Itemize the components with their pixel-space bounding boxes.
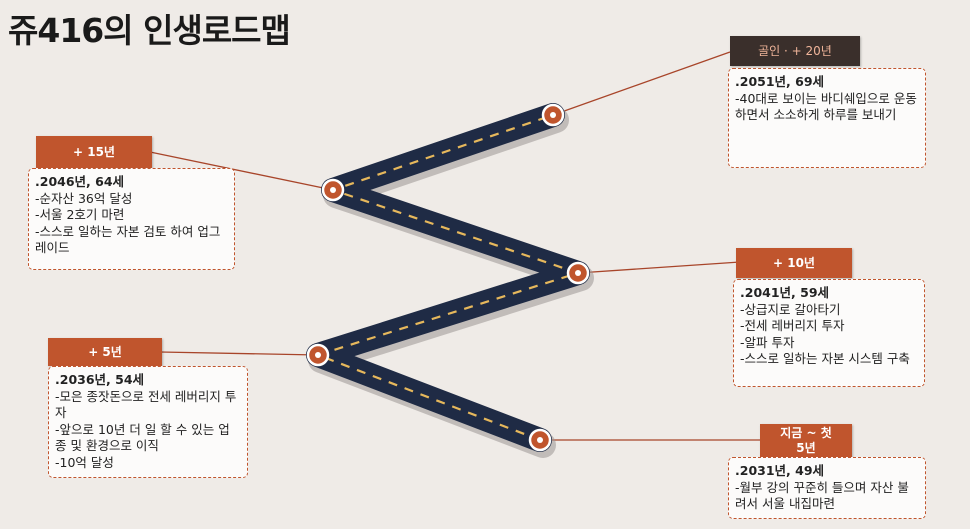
milestone-line: -전세 레버리지 투자 (740, 318, 845, 333)
milestone-card-1: .2036년, 54세 -모은 종잣돈으로 전세 레버리지 투자 -앞으로 10… (48, 366, 248, 478)
connector-3 (149, 151, 334, 191)
connector-1 (159, 351, 319, 356)
milestone-date-2: .2041년, 59세 (740, 285, 830, 300)
milestone-line: -알파 투자 (740, 334, 795, 350)
milestone-line: -상급지로 갈아타기 (740, 301, 841, 317)
milestone-line: -앞으로 10년 더 일 할 수 있는 업종 및 환경으로 이직 (55, 421, 230, 454)
milestone-tag-1: + 5년 (48, 338, 162, 366)
milestone-line: -순자산 36억 달성 (35, 190, 133, 206)
connector-2 (577, 261, 741, 274)
milestone-tag-3: + 15년 (36, 136, 152, 168)
milestone-date-4: .2051년, 69세 (735, 74, 825, 89)
milestone-marker-0 (528, 428, 552, 452)
milestone-line: -스스로 일하는 자본 시스템 구축 (740, 351, 910, 366)
milestone-tag-2: + 10년 (736, 248, 852, 278)
milestone-line: -모은 종잣돈으로 전세 레버리지 투자 (55, 388, 237, 421)
milestone-line: -10억 달성 (55, 454, 114, 470)
milestone-marker-2 (566, 261, 590, 285)
milestone-marker-4 (541, 103, 565, 127)
milestone-marker-1 (306, 343, 330, 367)
page-title: 쥬416의 인생로드맵 (8, 11, 291, 50)
milestone-tag-4: 골인 · + 20년 (730, 36, 860, 66)
milestone-markers (306, 103, 590, 452)
milestone-line: -스스로 일하는 자본 검토 하여 업그레이드 (35, 223, 221, 256)
milestone-tag-0: 지금 ~ 첫 5년 (760, 424, 852, 458)
milestone-card-2: .2041년, 59세 -상급지로 갈아타기 -전세 레버리지 투자 -알파 투… (733, 279, 925, 387)
milestone-line: -월부 강의 꾸준히 들으며 자산 불려서 서울 내집마련 (735, 479, 909, 512)
milestone-date-1: .2036년, 54세 (55, 372, 145, 387)
milestone-date-3: .2046년, 64세 (35, 174, 125, 189)
milestone-date-0: .2031년, 49세 (735, 463, 825, 478)
milestone-line: -40대로 보이는 바디쉐입으로 운동 하면서 소소하게 하루를 보내기 (735, 90, 917, 123)
milestone-card-3: .2046년, 64세 -순자산 36억 달성 -서울 2호기 마련 -스스로 … (28, 168, 235, 270)
milestone-marker-3 (321, 178, 345, 202)
connector-lines (149, 51, 760, 441)
milestone-line: -서울 2호기 마련 (35, 207, 125, 222)
connector-4 (552, 51, 731, 116)
milestone-card-0: .2031년, 49세 -월부 강의 꾸준히 들으며 자산 불려서 서울 내집마… (728, 457, 926, 519)
milestone-card-4: .2051년, 69세 -40대로 보이는 바디쉐입으로 운동 하면서 소소하게… (728, 68, 926, 168)
